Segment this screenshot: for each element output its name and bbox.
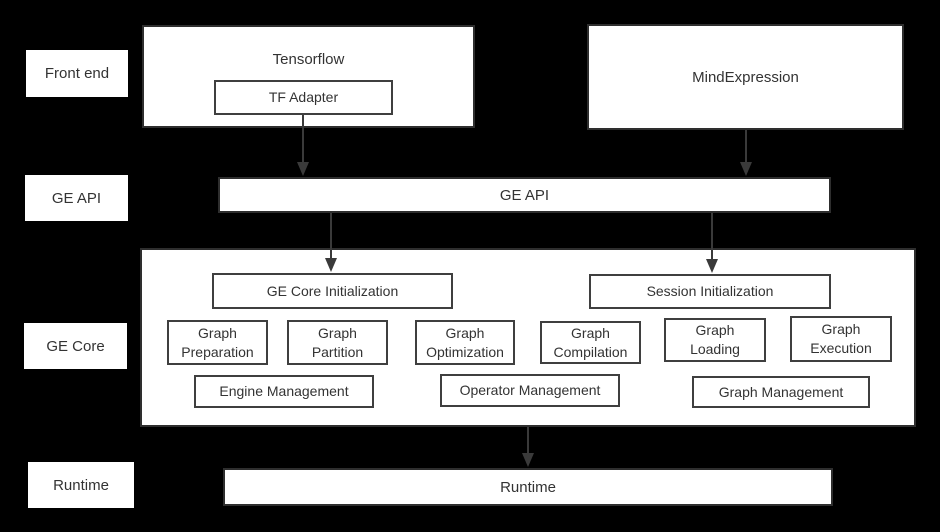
row-label-text: Runtime [53, 476, 109, 494]
node-label-line: Graph [571, 324, 610, 341]
node-label: TF Adapter [268, 89, 339, 105]
node-label: GE Core Initialization [266, 282, 399, 299]
node-label-line: Optimization [426, 343, 504, 360]
node-label: GE API [499, 186, 550, 204]
arrow-stem [745, 130, 747, 162]
arrow-head-icon [706, 259, 718, 273]
node-engine-management: Engine Management [194, 375, 374, 408]
node-label: Session Initialization [646, 283, 774, 299]
node-label: Engine Management [219, 383, 349, 399]
arrow-stem [527, 427, 529, 453]
node-mindexpression: MindExpression [587, 24, 904, 130]
node-graph-partition: Graph Partition [287, 320, 388, 365]
node-label-line: Graph [198, 324, 237, 341]
arrow-ge-core-to-runtime [522, 427, 534, 467]
arrow-head-icon [325, 258, 337, 272]
node-graph-management: Graph Management [692, 376, 870, 408]
node-ge-core-initialization: GE Core Initialization [212, 273, 453, 309]
node-label-line: Graph [318, 324, 357, 341]
arrow-stem [330, 213, 332, 258]
node-ge-api: GE API [218, 177, 831, 213]
row-label-runtime: Runtime [28, 462, 134, 508]
arrow-stem [302, 115, 304, 162]
node-label: Graph Management [718, 383, 844, 400]
node-label-line: Graph [821, 321, 861, 337]
row-label-text: GE Core [46, 337, 105, 355]
node-graph-execution: Graph Execution [790, 316, 892, 362]
row-label-ge-api: GE API [25, 175, 128, 221]
node-graph-optimization: Graph Optimization [415, 320, 515, 365]
arrow-head-icon [740, 162, 752, 176]
node-graph-compilation: Graph Compilation [540, 321, 641, 364]
node-label-line: Graph [695, 322, 735, 338]
arrow-head-icon [522, 453, 534, 467]
node-label-line: Compilation [553, 343, 628, 360]
arrow-ge-api-to-session-init [706, 213, 718, 273]
arrow-ge-api-to-ge-core-init [325, 213, 337, 272]
node-label: MindExpression [692, 68, 799, 86]
node-label-line: Execution [810, 340, 872, 356]
node-graph-loading: Graph Loading [664, 318, 766, 362]
node-label-line: Partition [311, 343, 364, 360]
node-tf-adapter: TF Adapter [214, 80, 393, 115]
row-label-front-end: Front end [26, 50, 128, 97]
node-label: Runtime [500, 478, 556, 496]
row-label-text: GE API [51, 189, 102, 207]
node-label: Tensorflow [272, 51, 345, 68]
node-runtime: Runtime [223, 468, 833, 506]
node-label-line: Graph [445, 324, 485, 341]
arrow-head-icon [297, 162, 309, 176]
node-label: Operator Management [459, 382, 601, 398]
arrow-tf-adapter-to-ge-api [297, 115, 309, 176]
row-label-ge-core: GE Core [24, 323, 127, 369]
arrow-stem [711, 213, 713, 259]
node-label-line: Loading [690, 341, 740, 357]
node-graph-preparation: Graph Preparation [167, 320, 268, 365]
node-label-line: Preparation [181, 343, 254, 360]
node-session-initialization: Session Initialization [589, 274, 831, 309]
row-label-text: Front end [44, 65, 110, 82]
node-operator-management: Operator Management [440, 374, 620, 407]
arrow-mindexpression-to-ge-api [740, 130, 752, 176]
